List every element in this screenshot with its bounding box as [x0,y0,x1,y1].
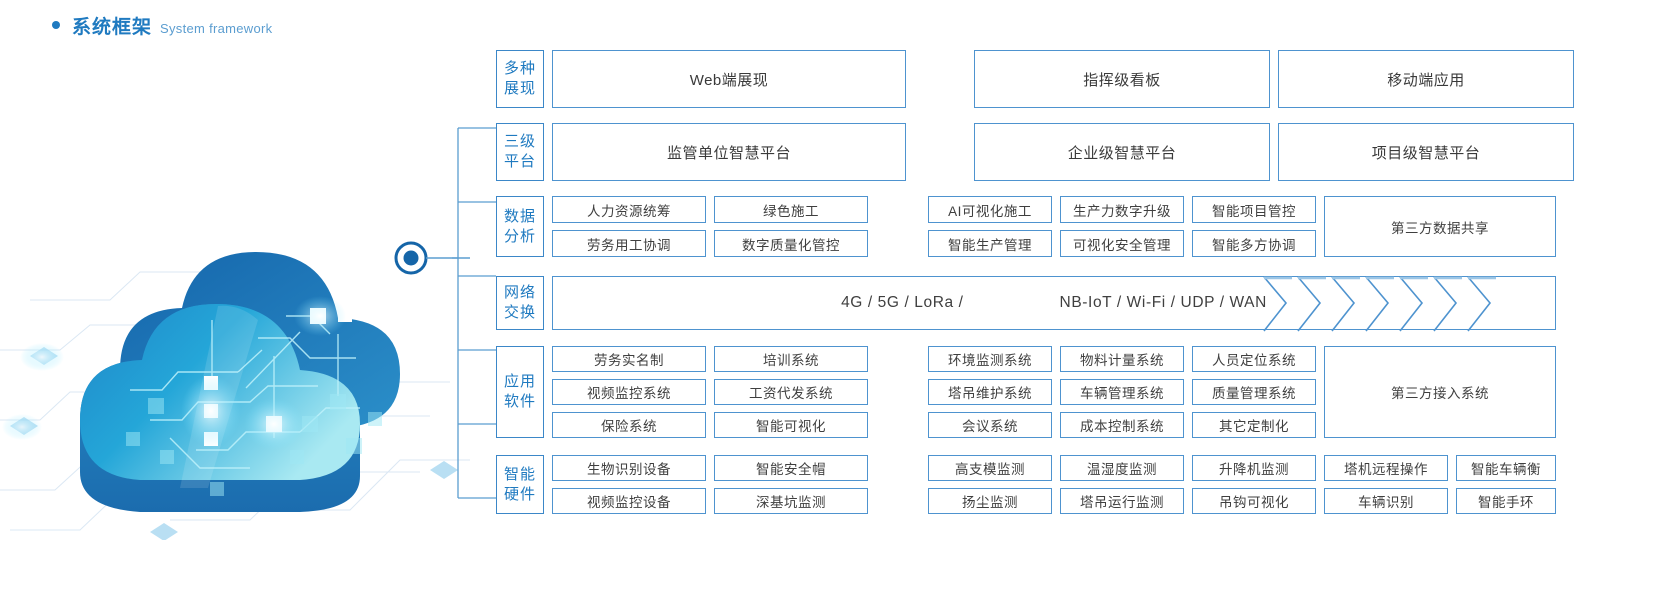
group-biometric-hardware: 生物识别设备 视频监控设备 [552,455,706,514]
group-climate-hardware: 温湿度监测 塔吊运行监测 [1060,455,1184,514]
row-category-network: 网络 交换 [496,276,544,330]
network-label-2: NB-IoT / Wi-Fi / UDP / WAN [1059,294,1267,311]
cell-lift-monitoring[interactable]: 升降机监测 [1192,455,1316,481]
cell-command-dashboard[interactable]: 指挥级看板 [974,50,1270,108]
page-title: 系统框架 System framework [52,12,272,39]
group-training-software: 培训系统 工资代发系统 智能可视化 [714,346,868,438]
row-smart-hardware: 智能 硬件 生物识别设备 视频监控设备 智能安全帽 深基坑监测 高支模监测 扬尘… [496,455,1556,514]
group-productivity: 生产力数字升级 可视化安全管理 [1060,196,1184,257]
cell-material-metering-system[interactable]: 物料计量系统 [1060,346,1184,372]
network-label-1: 4G / 5G / LoRa / [841,294,964,311]
row-platform: 三级 平台 监管单位智慧平台 企业级智慧平台 项目级智慧平台 [496,123,1574,181]
cell-smart-weighbridge[interactable]: 智能车辆衡 [1456,455,1556,481]
row-data-analysis: 数据 分析 人力资源统筹 劳务用工协调 绿色施工 数字质量化管控 AI可视化施工… [496,196,1556,257]
cell-payroll-system[interactable]: 工资代发系统 [714,379,868,405]
row-category-presentation: 多种 展现 [496,50,544,108]
row-presentation: 多种 展现 Web端展现 指挥级看板 移动端应用 [496,50,1574,108]
cell-green-construction[interactable]: 绿色施工 [714,196,868,223]
group-formwork-hardware: 高支模监测 扬尘监测 [928,455,1052,514]
page-title-en: System framework [160,21,273,36]
cell-third-party-data-sharing[interactable]: 第三方数据共享 [1324,196,1556,257]
cell-meeting-system[interactable]: 会议系统 [928,412,1052,438]
cell-high-formwork-monitoring[interactable]: 高支模监测 [928,455,1052,481]
cell-environment-monitoring-system[interactable]: 环境监测系统 [928,346,1052,372]
group-remote-hardware: 塔机远程操作 车辆识别 [1324,455,1448,514]
cell-web-presentation[interactable]: Web端展现 [552,50,906,108]
group-ai: AI可视化施工 智能生产管理 [928,196,1052,257]
row-category-platform: 三级 平台 [496,123,544,181]
group-personnel-software: 人员定位系统 质量管理系统 其它定制化 [1192,346,1316,438]
cell-crane-operation-monitoring[interactable]: 塔吊运行监测 [1060,488,1184,514]
cell-smart-visualization[interactable]: 智能可视化 [714,412,868,438]
cell-other-customization[interactable]: 其它定制化 [1192,412,1316,438]
group-green: 绿色施工 数字质量化管控 [714,196,868,257]
network-flow-chevrons [1262,276,1532,332]
cell-crane-remote-operation[interactable]: 塔机远程操作 [1324,455,1448,481]
cell-cost-control-system[interactable]: 成本控制系统 [1060,412,1184,438]
cell-quality-management-system[interactable]: 质量管理系统 [1192,379,1316,405]
row-category-data-analysis: 数据 分析 [496,196,544,257]
cell-dust-monitoring[interactable]: 扬尘监测 [928,488,1052,514]
bullet-dot-icon [52,21,60,29]
group-environment-software: 环境监测系统 塔吊维护系统 会议系统 [928,346,1052,438]
cell-temperature-humidity-monitoring[interactable]: 温湿度监测 [1060,455,1184,481]
cell-training-system[interactable]: 培训系统 [714,346,868,372]
cell-smart-production-mgmt[interactable]: 智能生产管理 [928,230,1052,257]
cell-smart-project-control[interactable]: 智能项目管控 [1192,196,1316,223]
cell-smart-wristband[interactable]: 智能手环 [1456,488,1556,514]
row-application-software: 应用 软件 劳务实名制 视频监控系统 保险系统 培训系统 工资代发系统 智能可视… [496,346,1556,438]
connection-node-icon [394,241,428,275]
cell-project-platform[interactable]: 项目级智慧平台 [1278,123,1574,181]
connector-tree [452,50,512,510]
page-title-cn: 系统框架 [72,17,153,38]
cell-vehicle-management-system[interactable]: 车辆管理系统 [1060,379,1184,405]
row-groups: Web端展现 指挥级看板 移动端应用 [552,50,1574,108]
cell-hook-visualization[interactable]: 吊钩可视化 [1192,488,1316,514]
cell-labor-realname[interactable]: 劳务实名制 [552,346,706,372]
row-category-application-software: 应用 软件 [496,346,544,438]
cell-hr-planning[interactable]: 人力资源统筹 [552,196,706,223]
cell-productivity-upgrade[interactable]: 生产力数字升级 [1060,196,1184,223]
row-category-smart-hardware: 智能 硬件 [496,455,544,514]
cell-smart-helmet[interactable]: 智能安全帽 [714,455,868,481]
cell-vehicle-recognition[interactable]: 车辆识别 [1324,488,1448,514]
cell-crane-maintenance-system[interactable]: 塔吊维护系统 [928,379,1052,405]
group-lift-hardware: 升降机监测 吊钩可视化 [1192,455,1316,514]
cell-mobile-app[interactable]: 移动端应用 [1278,50,1574,108]
cell-ai-visual-construction[interactable]: AI可视化施工 [928,196,1052,223]
cell-video-surveillance-device[interactable]: 视频监控设备 [552,488,706,514]
cell-biometric-device[interactable]: 生物识别设备 [552,455,706,481]
group-project-control: 智能项目管控 智能多方协调 [1192,196,1316,257]
cell-third-party-access-system[interactable]: 第三方接入系统 [1324,346,1556,438]
cell-enterprise-platform[interactable]: 企业级智慧平台 [974,123,1270,181]
cell-personnel-positioning-system[interactable]: 人员定位系统 [1192,346,1316,372]
group-material-software: 物料计量系统 车辆管理系统 成本控制系统 [1060,346,1184,438]
cloud-circuit-illustration [0,120,470,540]
cell-video-surveillance-system[interactable]: 视频监控系统 [552,379,706,405]
group-helmet-hardware: 智能安全帽 深基坑监测 [714,455,868,514]
cell-digital-quality[interactable]: 数字质量化管控 [714,230,868,257]
group-labor-software: 劳务实名制 视频监控系统 保险系统 [552,346,706,438]
group-hr: 人力资源统筹 劳务用工协调 [552,196,706,257]
cell-labor-coordination[interactable]: 劳务用工协调 [552,230,706,257]
cell-visual-safety-mgmt[interactable]: 可视化安全管理 [1060,230,1184,257]
cell-deep-pit-monitoring[interactable]: 深基坑监测 [714,488,868,514]
cell-insurance-system[interactable]: 保险系统 [552,412,706,438]
cell-supervision-platform[interactable]: 监管单位智慧平台 [552,123,906,181]
group-weighbridge-hardware: 智能车辆衡 智能手环 [1456,455,1556,514]
cell-smart-multiparty[interactable]: 智能多方协调 [1192,230,1316,257]
